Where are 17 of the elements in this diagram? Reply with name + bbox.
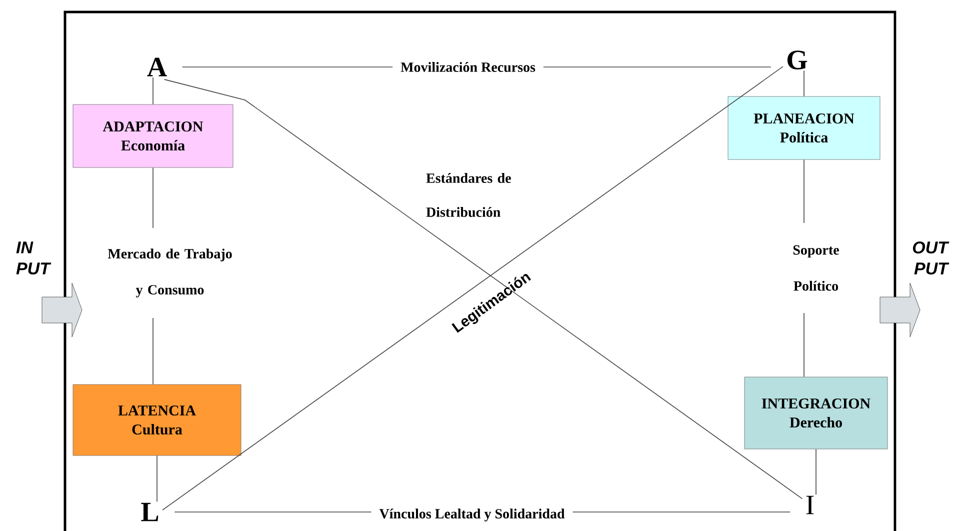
connector-line [156,455,158,502]
function-box: ADAPTACION Economía [72,104,234,168]
edge-label: Soporte Político [782,223,850,313]
edge-label: Vínculos Lealtad y Solidaridad [371,505,573,525]
edge-label: Estándares de Distribución [426,173,511,217]
letter-label: I [806,496,814,514]
letter-label: G [787,50,808,70]
side-label: IN PUT [16,242,52,274]
function-box: INTEGRACION Derecho [744,376,888,450]
letter-label: A [147,58,167,76]
function-box: LATENCIA Cultura [72,384,242,456]
edge-label: Movilización Recursos [392,58,544,76]
edge-label: Mercado de Trabajo y Consumo [102,228,238,318]
connector-line [152,77,154,105]
function-box: PLANEACION Política [728,96,880,160]
side-label: OUT PUT [912,241,950,275]
letter-label: L [141,502,158,522]
